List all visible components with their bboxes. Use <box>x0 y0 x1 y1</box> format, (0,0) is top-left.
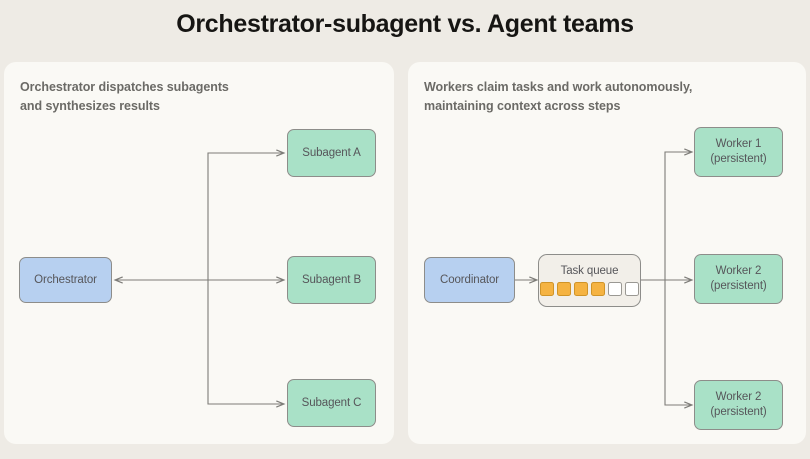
panel-left-caption: Orchestrator dispatches subagents and sy… <box>20 80 229 113</box>
task-queue-slot-2 <box>557 282 571 296</box>
node-subagent-c[interactable]: Subagent C <box>287 379 376 427</box>
node-worker-2[interactable]: Worker 2 (persistent) <box>694 254 783 304</box>
task-queue[interactable]: Task queue <box>538 254 641 307</box>
node-coordinator[interactable]: Coordinator <box>424 257 515 303</box>
node-worker-1-label: Worker 1 (persistent) <box>710 138 767 165</box>
node-worker-3[interactable]: Worker 2 (persistent) <box>694 380 783 430</box>
page-title: Orchestrator-subagent vs. Agent teams <box>176 10 634 38</box>
node-orchestrator[interactable]: Orchestrator <box>19 257 112 303</box>
node-worker-3-label: Worker 2 (persistent) <box>710 391 767 418</box>
node-subagent-b[interactable]: Subagent B <box>287 256 376 304</box>
node-subagent-a[interactable]: Subagent A <box>287 129 376 177</box>
panel-orchestrator-subagent: Orchestrator dispatches subagents and sy… <box>4 62 394 444</box>
node-worker-2-label: Worker 2 (persistent) <box>710 265 767 292</box>
panel-right-caption: Workers claim tasks and work autonomousl… <box>424 80 693 113</box>
task-queue-slot-5 <box>608 282 622 296</box>
node-subagent-a-label: Subagent A <box>302 146 361 159</box>
task-queue-label: Task queue <box>560 265 619 277</box>
task-queue-slot-1 <box>540 282 554 296</box>
task-queue-slot-3 <box>574 282 588 296</box>
task-queue-slot-6 <box>625 282 639 296</box>
node-orchestrator-label: Orchestrator <box>34 273 97 286</box>
node-subagent-b-label: Subagent B <box>301 273 362 286</box>
task-queue-slot-4 <box>591 282 605 296</box>
node-worker-1[interactable]: Worker 1 (persistent) <box>694 127 783 177</box>
node-coordinator-label: Coordinator <box>440 273 499 286</box>
task-queue-slots <box>540 282 639 296</box>
node-subagent-c-label: Subagent C <box>301 396 362 409</box>
